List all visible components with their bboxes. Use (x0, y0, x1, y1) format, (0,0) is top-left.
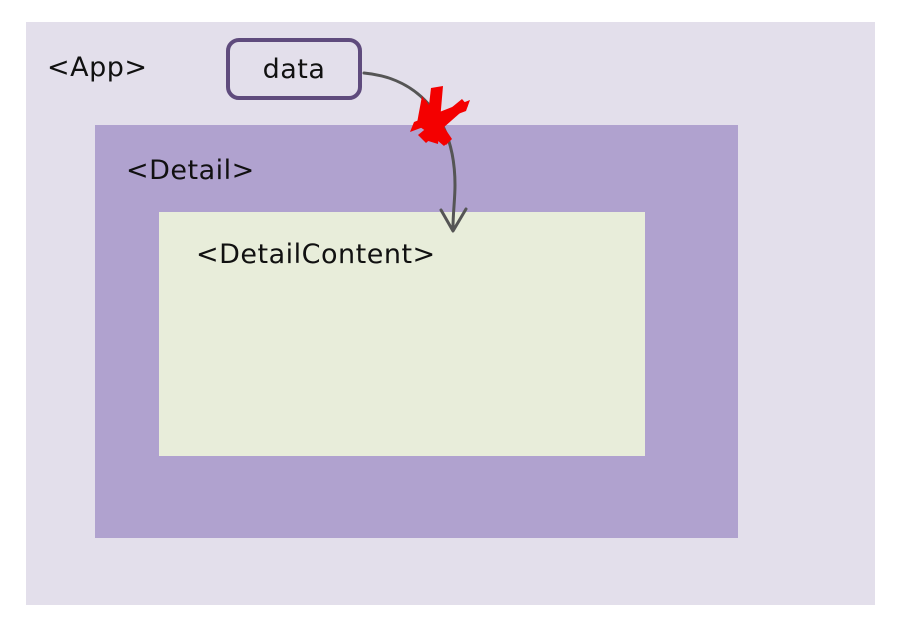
detail-component-label: <Detail> (126, 155, 255, 186)
detail-content-component-label: <DetailContent> (196, 239, 436, 270)
data-node-label: data (262, 53, 326, 85)
detail-content-component-box (159, 212, 645, 456)
data-node-box: data (226, 38, 362, 100)
app-component-label: <App> (47, 52, 148, 83)
